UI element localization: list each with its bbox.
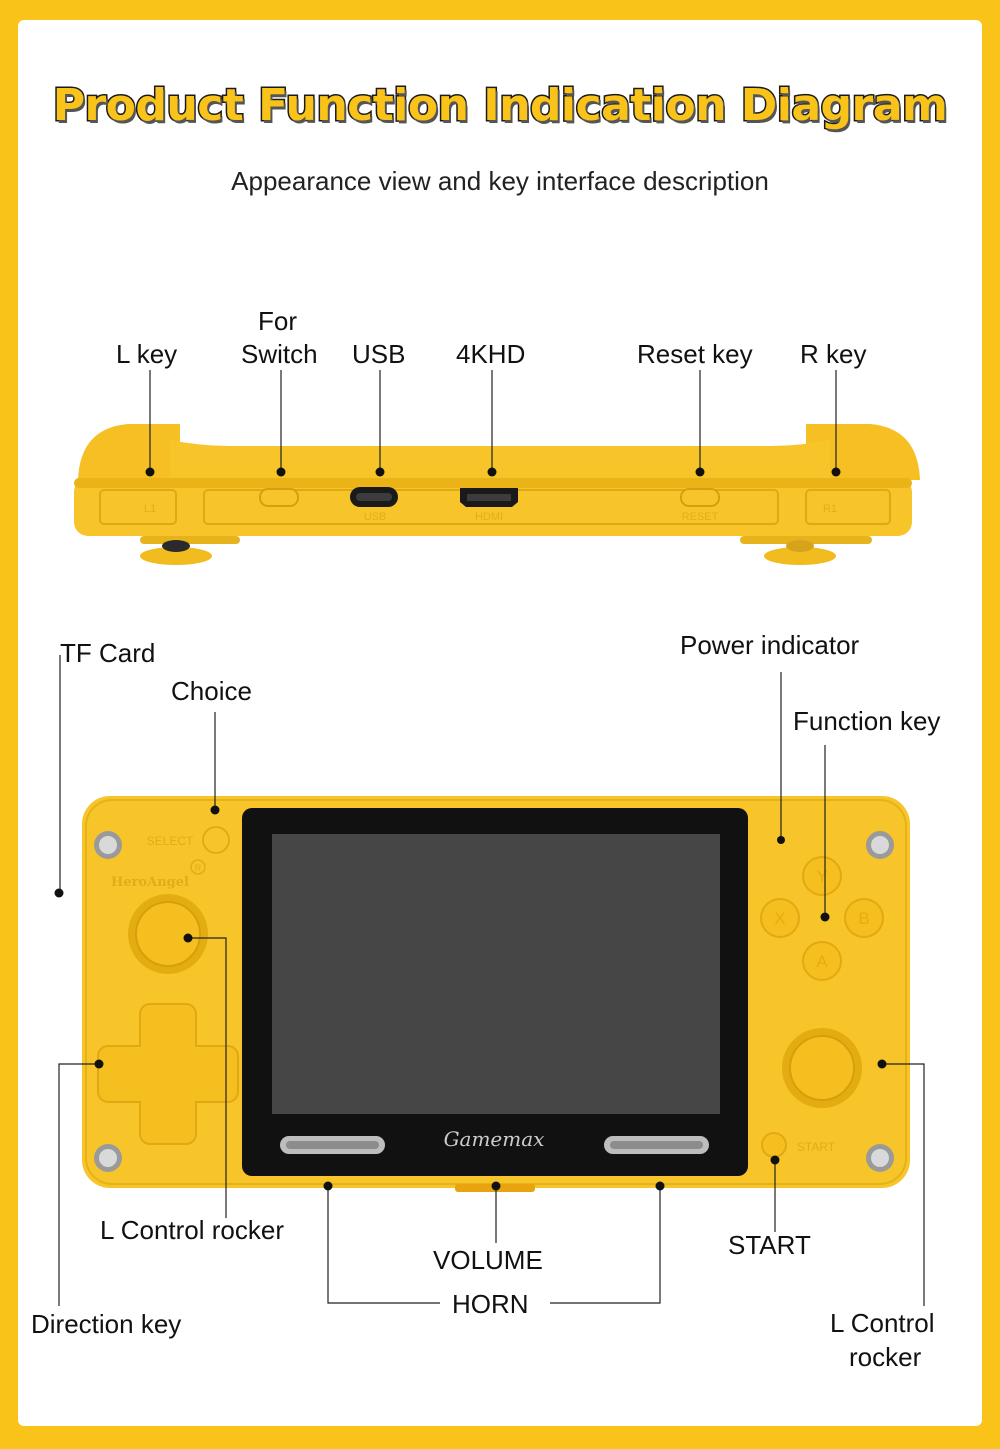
top-print-reset: RESET: [682, 511, 719, 523]
l-shoulder: [78, 424, 180, 480]
registered-print: R: [195, 863, 202, 873]
btn-a: [802, 941, 842, 981]
label-right-rocker-line1: L Control: [830, 1308, 935, 1338]
label-volume: VOLUME: [433, 1245, 543, 1275]
top-print-usb: USB: [364, 511, 387, 523]
label-reset-key: Reset key: [637, 339, 753, 369]
callout-lines: [58, 370, 925, 1306]
label-for: For: [258, 306, 297, 336]
select-button: [202, 826, 230, 854]
label-r-key: R key: [800, 339, 867, 369]
start-button: [761, 1132, 787, 1158]
switch-slider: [259, 488, 299, 507]
reset-button: [680, 488, 720, 507]
label-4khd: 4KHD: [456, 339, 526, 369]
logo-text: Gamemax: [444, 1127, 545, 1151]
screw-tr: [866, 831, 894, 859]
select-print: SELECT: [147, 834, 194, 848]
top-print-hdmi: HDMI: [475, 511, 503, 523]
screw-bl: [94, 1144, 122, 1172]
label-start: START: [728, 1230, 811, 1260]
btn-y-print: Y: [816, 867, 827, 886]
page-subtitle: Appearance view and key interface descri…: [231, 166, 769, 196]
label-function-key: Function key: [793, 706, 941, 736]
label-direction-key: Direction key: [31, 1309, 182, 1339]
dpad: [97, 1003, 239, 1145]
label-right-rocker-line2: rocker: [849, 1342, 922, 1372]
btn-x: [760, 898, 800, 938]
label-l-key: L key: [116, 339, 178, 369]
label-l-control-rocker: L Control rocker: [100, 1215, 284, 1245]
btn-b-print: B: [858, 909, 869, 928]
label-switch: Switch: [241, 339, 318, 369]
device-top-view: L1 USB HDMI RESET R1: [74, 424, 920, 565]
label-choice: Choice: [171, 676, 252, 706]
start-print: START: [797, 1140, 836, 1154]
top-print-l1: L1: [144, 503, 156, 515]
label-horn: HORN: [452, 1289, 529, 1319]
label-usb: USB: [352, 339, 406, 369]
display: [272, 834, 720, 1114]
callout-dots: [54, 467, 887, 1191]
screw-tl: [94, 831, 122, 859]
screw-br: [866, 1144, 894, 1172]
device-front-view: Gamemax SELECT HeroAngel R Y X B A START: [82, 796, 910, 1192]
btn-y: [802, 856, 842, 896]
top-print-r1: R1: [823, 503, 837, 515]
r-shoulder: [806, 424, 920, 480]
brand-print: HeroAngel: [111, 875, 189, 890]
btn-x-print: X: [774, 909, 785, 928]
btn-a-print: A: [816, 952, 828, 971]
label-power-indicator: Power indicator: [680, 630, 860, 660]
label-tf-card: TF Card: [60, 638, 156, 668]
btn-b: [844, 898, 884, 938]
page-title: Product Function Indication Diagram: [51, 79, 949, 133]
